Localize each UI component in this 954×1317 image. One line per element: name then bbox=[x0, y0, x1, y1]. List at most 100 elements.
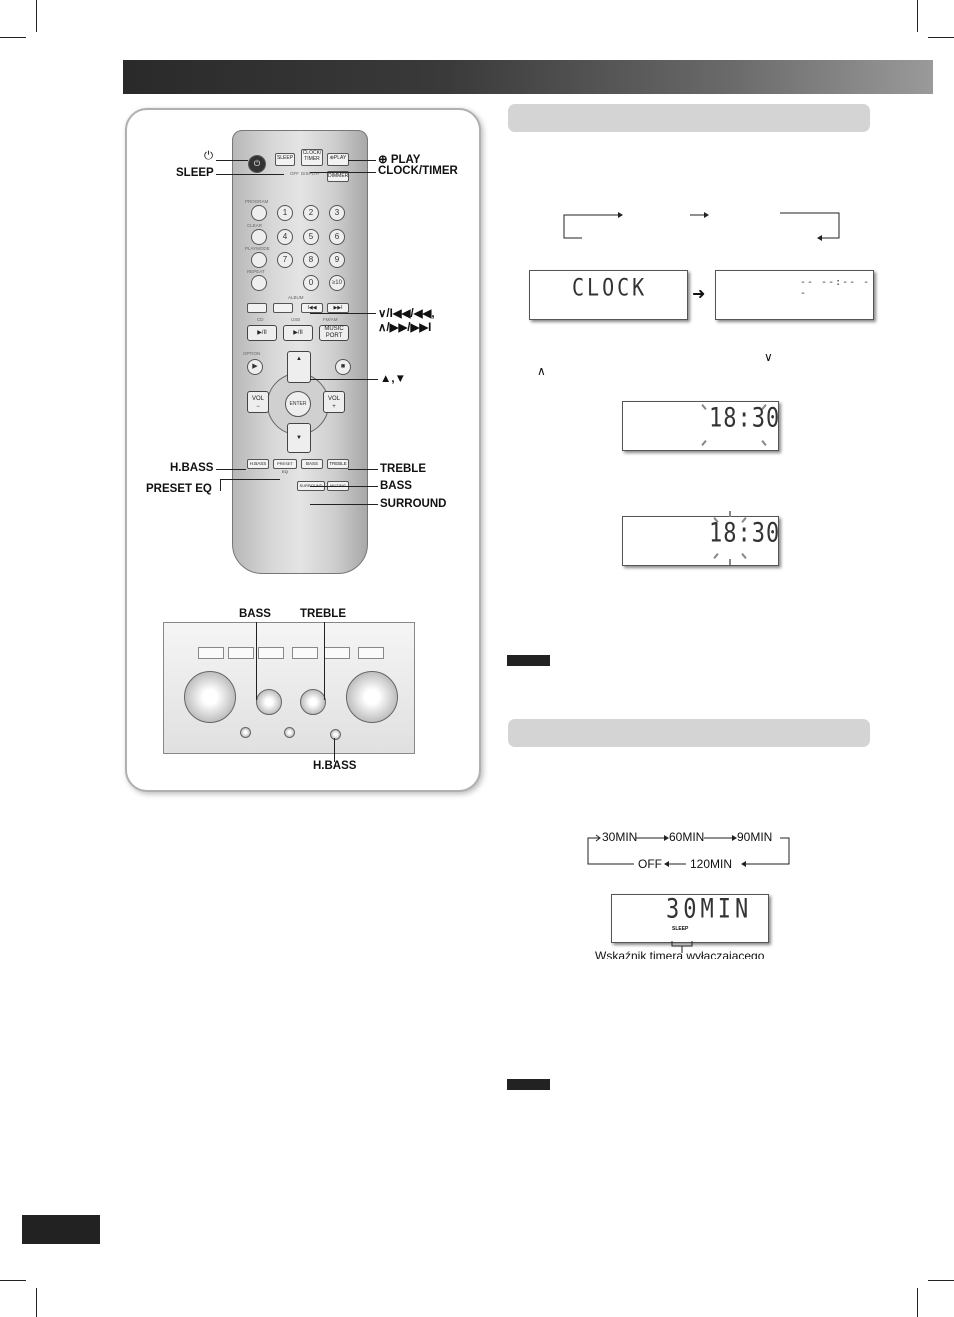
skip-back-button[interactable]: I◀◀ bbox=[301, 303, 323, 313]
digit-4-button[interactable]: 4 bbox=[277, 229, 293, 245]
playmode-button[interactable] bbox=[251, 252, 267, 268]
stop-button[interactable]: ■ bbox=[335, 359, 351, 375]
selector-knob[interactable] bbox=[184, 671, 236, 723]
usb-play-button[interactable]: ▶/II bbox=[283, 325, 313, 341]
volume-up-button[interactable]: VOL + bbox=[323, 391, 345, 413]
cd-play-button[interactable]: ▶/II bbox=[247, 325, 277, 341]
unit-small-knob[interactable] bbox=[240, 727, 251, 738]
unit-button[interactable] bbox=[324, 647, 350, 659]
unit-button[interactable] bbox=[358, 647, 384, 659]
skip-forward-callout: ∧/▶▶/▶▶I bbox=[378, 322, 432, 334]
digit-7-button[interactable]: 7 bbox=[277, 252, 293, 268]
display-label: DISPLAY bbox=[301, 171, 320, 176]
down-symbol: ∨ bbox=[764, 350, 773, 364]
nav-down-button[interactable]: ▼ bbox=[287, 423, 311, 453]
nav-up-button[interactable]: ▲ bbox=[287, 351, 311, 383]
clock-timer-button[interactable]: CLOCK/ TIMER bbox=[301, 149, 323, 166]
program-button[interactable] bbox=[251, 205, 267, 221]
clear-label: CLEAR bbox=[247, 223, 263, 228]
unit-button[interactable] bbox=[292, 647, 318, 659]
remote-control: ⏻ SLEEP CLOCK/ TIMER ⊕PLAY OFF DISPLAY D… bbox=[232, 130, 368, 574]
sleep-cycle-arrows bbox=[587, 834, 790, 867]
crop-mark bbox=[928, 1280, 954, 1281]
play-timer-button[interactable]: ⊕PLAY bbox=[327, 153, 349, 166]
digit-1-button[interactable]: 1 bbox=[277, 205, 293, 221]
digit-6-button[interactable]: 6 bbox=[329, 229, 345, 245]
treble-button[interactable]: TREBLE bbox=[327, 459, 349, 469]
up-symbol: ∧ bbox=[537, 364, 546, 378]
preset-eq-leader-h bbox=[220, 479, 280, 480]
hbass-callout: H.BASS bbox=[170, 462, 214, 474]
digit-ten-button[interactable]: ≥10 bbox=[329, 275, 345, 291]
clock-display-1: CLOCK bbox=[529, 270, 688, 320]
clear-button[interactable] bbox=[251, 229, 267, 245]
volume-down-button[interactable]: VOL − bbox=[247, 391, 269, 413]
music-port-button[interactable]: MUSIC PORT bbox=[319, 325, 349, 341]
sleep-indicator: SLEEP bbox=[672, 926, 689, 932]
bass-knob[interactable] bbox=[256, 689, 282, 715]
crop-mark bbox=[36, 1288, 37, 1317]
option-play-button[interactable]: ▶ bbox=[247, 359, 263, 375]
hbass-button[interactable]: H.BASS bbox=[247, 459, 269, 469]
clock-display-3: 18:30 bbox=[622, 401, 779, 451]
digit-5-button[interactable]: 5 bbox=[303, 229, 319, 245]
treble-knob[interactable] bbox=[300, 689, 326, 715]
unit-hbass-leader bbox=[334, 738, 335, 762]
album-down-button[interactable] bbox=[247, 303, 267, 313]
display-text: -- --:-- -- bbox=[800, 277, 871, 299]
hbass-knob[interactable] bbox=[330, 729, 341, 740]
unit-button[interactable] bbox=[258, 647, 284, 659]
repeat-button[interactable] bbox=[251, 275, 267, 291]
sleep-seq-120: 120MIN bbox=[690, 857, 733, 871]
digit-9-button[interactable]: 9 bbox=[329, 252, 345, 268]
sleep-section-bar bbox=[508, 719, 870, 747]
display-text: CLOCK bbox=[572, 272, 648, 302]
skip-forward-button[interactable]: ▶▶I bbox=[327, 303, 349, 313]
crop-mark bbox=[36, 0, 37, 32]
enter-button[interactable]: ENTER bbox=[285, 391, 311, 417]
album-up-button[interactable] bbox=[273, 303, 293, 313]
unit-button[interactable] bbox=[228, 647, 254, 659]
power-button[interactable]: ⏻ bbox=[248, 155, 266, 173]
header-bar bbox=[123, 60, 933, 94]
clock-cycle-diagram bbox=[563, 212, 840, 241]
digit-3-button[interactable]: 3 bbox=[329, 205, 345, 221]
preset-eq-leader bbox=[220, 479, 221, 491]
unit-small-knob[interactable] bbox=[284, 727, 295, 738]
skip-back-callout: ∨/I◀◀/◀◀, bbox=[378, 308, 435, 320]
sleep-seq-off: OFF bbox=[638, 857, 662, 871]
bass-button[interactable]: BASS bbox=[301, 459, 323, 469]
digit-8-button[interactable]: 8 bbox=[303, 252, 319, 268]
sleep-seq-90: 90MIN bbox=[737, 830, 773, 844]
album-label: ALBUM bbox=[288, 295, 304, 300]
blink-ray bbox=[741, 553, 747, 559]
unit-bass-leader bbox=[256, 622, 257, 700]
cd-label: CD bbox=[257, 317, 264, 322]
sleep-seq-60: 60MIN bbox=[669, 830, 705, 844]
hbass-leader bbox=[216, 469, 246, 470]
surround-leader bbox=[310, 504, 378, 505]
sleep-button[interactable]: SLEEP bbox=[275, 153, 295, 166]
preset-eq-button[interactable]: PRESET EQ bbox=[273, 459, 297, 474]
playmode-label: PLAYMODE bbox=[245, 246, 270, 251]
preset-eq-callout: PRESET EQ bbox=[146, 483, 212, 495]
unit-hbass-callout: H.BASS bbox=[313, 760, 357, 772]
clock-leader bbox=[310, 172, 376, 173]
digit-0-button[interactable]: 0 bbox=[303, 275, 319, 291]
volume-knob[interactable] bbox=[346, 671, 398, 723]
blink-ray bbox=[729, 559, 731, 565]
sleep-indicator-caption: Wskaźnik timera wyłączającego bbox=[595, 949, 765, 959]
dimmer-button[interactable]: DIMMER bbox=[327, 171, 349, 182]
unit-bass-callout: BASS bbox=[239, 608, 271, 620]
clock-display-4: 18:30 bbox=[622, 511, 781, 566]
arrow-right-icon: ➜ bbox=[692, 286, 706, 303]
sleep-leader bbox=[216, 174, 284, 175]
clock-timer-callout: CLOCK/TIMER bbox=[378, 165, 458, 177]
crop-mark bbox=[928, 37, 954, 38]
digit-2-button[interactable]: 2 bbox=[303, 205, 319, 221]
blink-ray bbox=[729, 511, 731, 517]
crop-mark bbox=[917, 0, 918, 32]
clock-display-2: -- --:-- -- bbox=[715, 270, 874, 320]
unit-button[interactable] bbox=[198, 647, 224, 659]
display-text: 18:30 bbox=[709, 518, 781, 549]
